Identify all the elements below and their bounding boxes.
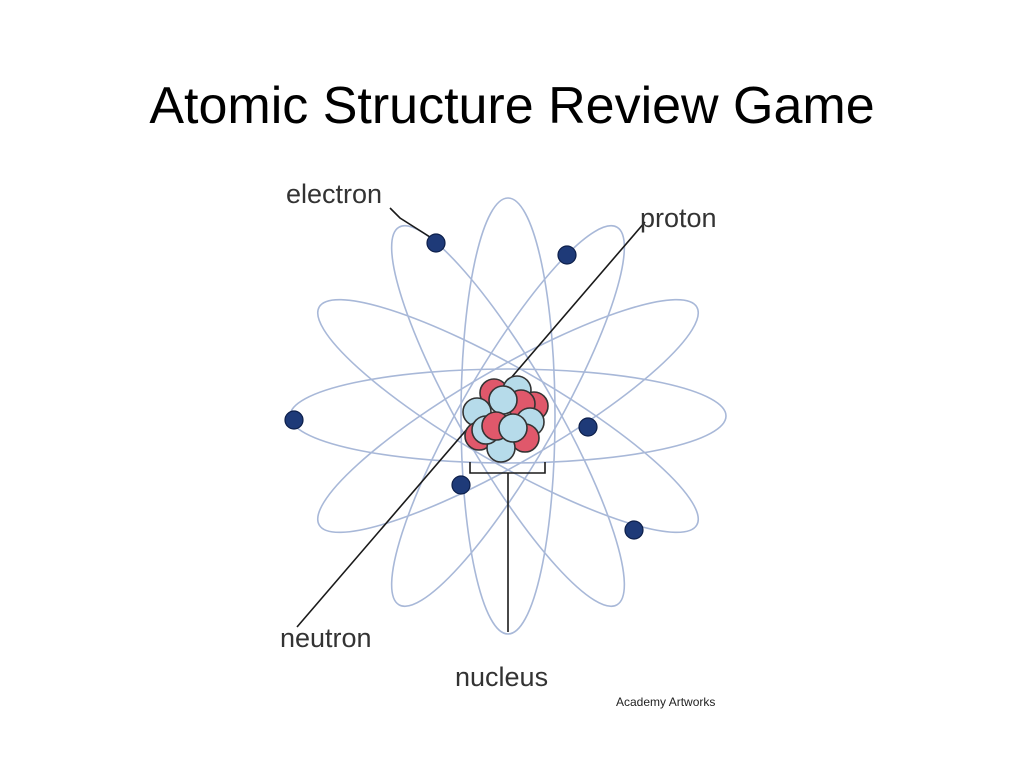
nucleus-label: nucleus xyxy=(455,662,548,692)
orbit-5 xyxy=(390,224,626,608)
orbits xyxy=(289,197,727,635)
electron-dot xyxy=(578,417,598,437)
credit-text: Academy Artworks xyxy=(616,695,715,709)
neutron-particle xyxy=(488,385,518,415)
orbit-2 xyxy=(316,298,700,534)
labels: electron proton neutron nucleus Academy … xyxy=(280,179,717,709)
slide-title: Atomic Structure Review Game xyxy=(149,77,875,135)
electron-dot xyxy=(284,410,304,430)
proton-label: proton xyxy=(640,203,717,233)
nucleus xyxy=(462,375,549,463)
orbit-6 xyxy=(316,298,700,534)
electron-dot xyxy=(557,245,577,265)
electrons xyxy=(284,233,644,540)
electron-dot xyxy=(426,233,446,253)
electron-label: electron xyxy=(286,179,382,209)
atom-diagram-svg: electron proton neutron nucleus Academy … xyxy=(280,179,727,709)
atom-diagram: electron proton neutron nucleus Academy … xyxy=(270,172,740,712)
orbit-4 xyxy=(460,197,556,635)
neutron-particle xyxy=(498,413,528,443)
electron-dot xyxy=(451,475,471,495)
neutron-label: neutron xyxy=(280,623,372,653)
electron-leader-line xyxy=(389,207,431,238)
electron-dot xyxy=(624,520,644,540)
